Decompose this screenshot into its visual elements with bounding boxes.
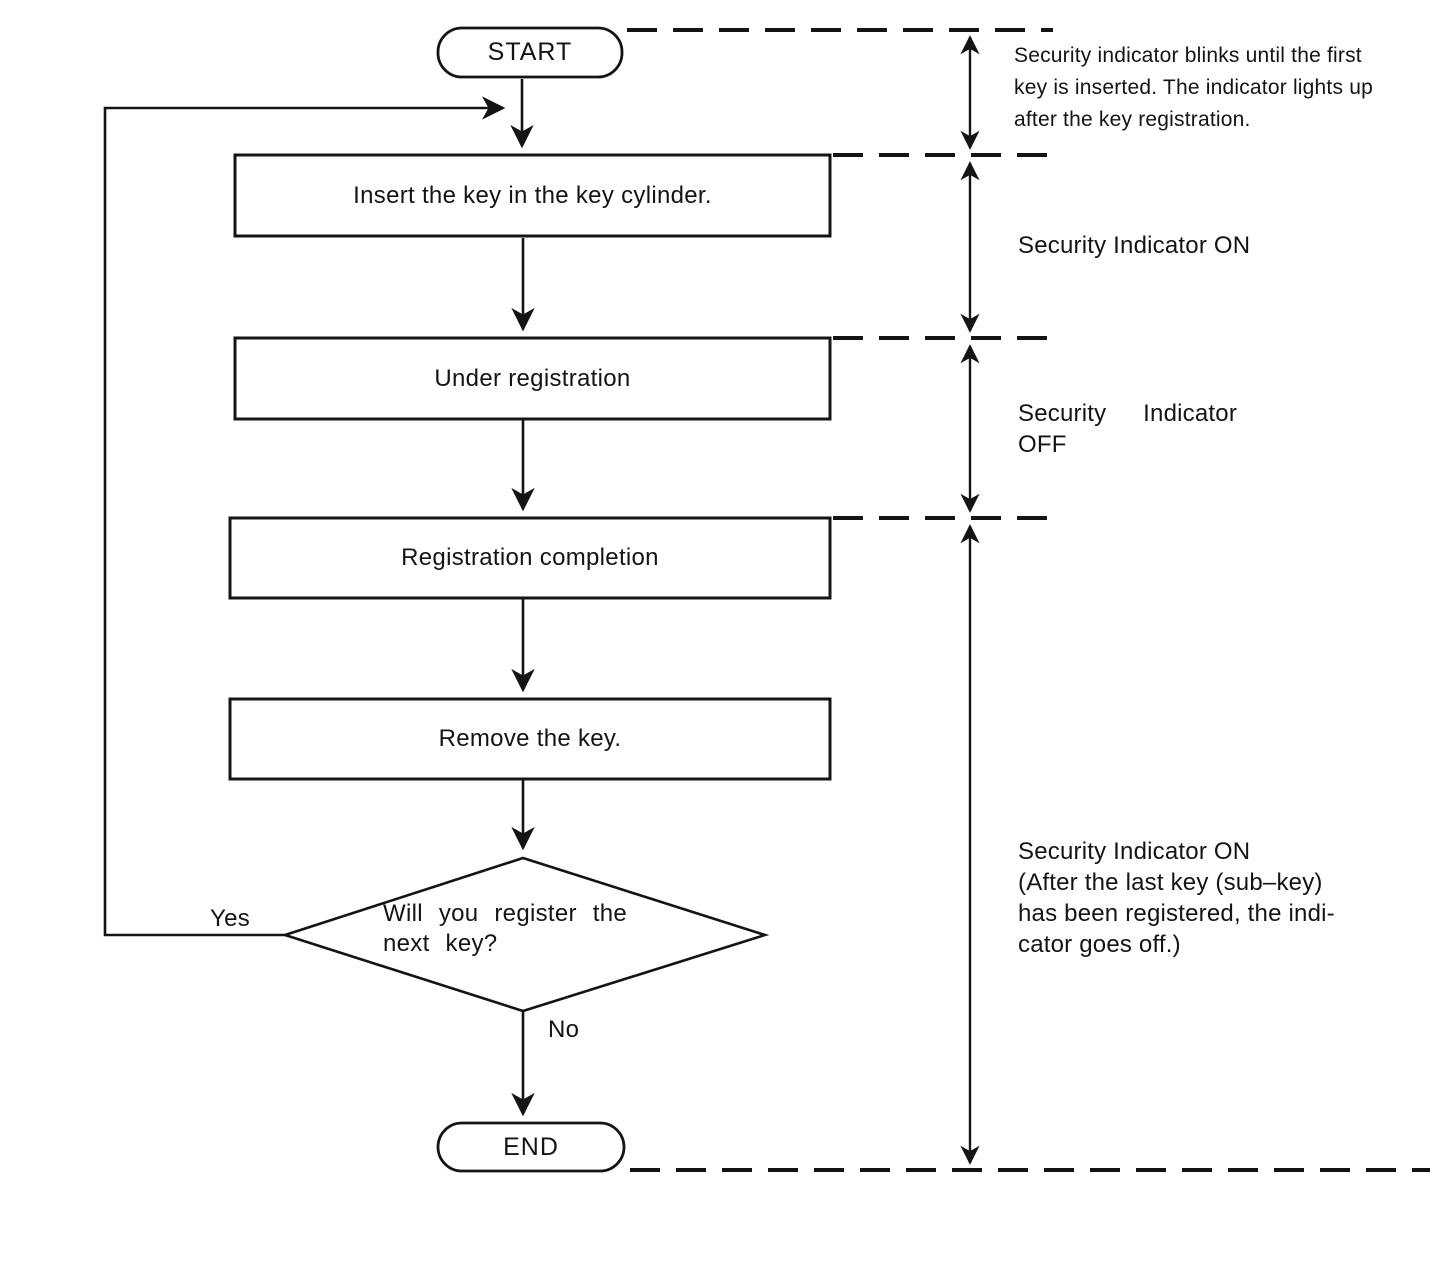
process-label-insert-key: Insert the key in the key cylinder. xyxy=(353,181,712,209)
process-label-registration-completion: Registration completion xyxy=(401,544,659,571)
yes-branch-label: Yes xyxy=(210,905,251,932)
start-node-shape xyxy=(436,26,624,79)
annotation-indicator-off: Security Indicator OFF xyxy=(1018,400,1238,458)
decision-label: Will you register the next key? xyxy=(383,900,628,957)
process-label-under-registration: Under registration xyxy=(434,364,631,392)
end-node-shape xyxy=(436,1121,626,1173)
annotation-indicator-on: Security Indicator ON xyxy=(1018,232,1251,259)
decision-diamond xyxy=(280,856,770,1013)
process-label-remove-key: Remove the key. xyxy=(438,725,622,752)
process-box-remove-key xyxy=(228,697,832,781)
process-box-registration-completion xyxy=(228,516,832,600)
annotation-blink-note: Security indicator blinks until the firs… xyxy=(1014,44,1373,131)
end-node-label: END xyxy=(503,1132,559,1161)
annotation-indicator-on-last: Security Indicator ON (After the last ke… xyxy=(1018,838,1335,958)
no-branch-label: No xyxy=(548,1016,580,1043)
yes-loop-line xyxy=(103,96,506,937)
process-box-under-registration xyxy=(233,336,832,421)
process-box-insert-key xyxy=(233,153,832,238)
start-node-label: START xyxy=(487,38,573,66)
